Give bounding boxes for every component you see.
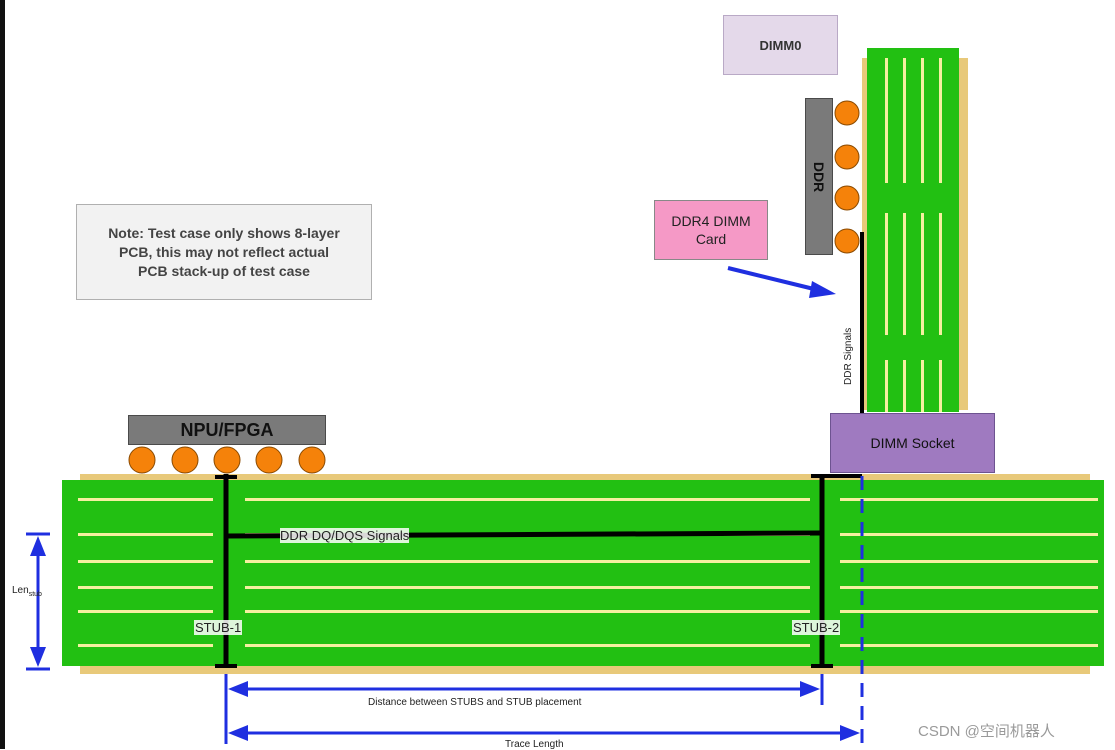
dimm-socket-label: DIMM Socket [870,435,955,451]
ddr-ball [834,144,860,170]
dimm0-label-box: DIMM0 [723,15,838,75]
npu-ball [171,446,199,474]
npu-ball [255,446,283,474]
note-line-3: PCB stack-up of test case [138,262,310,279]
ddr-ball [834,100,860,126]
note-line-2: PCB, this may not reflect actual [118,243,330,260]
note-line-1: Note: Test case only shows 8-layer [108,224,340,241]
npu-solder-balls [128,446,326,474]
trace-length-label: Trace Length [505,739,564,750]
npu-fpga-label: NPU/FPGA [180,419,274,440]
ddr4-dimm-card-box: DDR4 DIMM Card [654,200,768,260]
main-pcb [62,474,1104,674]
npu-ball [128,446,156,474]
ddr-ball [834,185,860,211]
npu-ball [298,446,326,474]
ddr4-card-line-1: DDR4 DIMM [671,213,751,229]
distance-label: Distance between STUBS and STUB placemen… [368,697,582,708]
ddr-chip: DDR [805,98,833,255]
ddr-chip-label: DDR [811,161,827,192]
dimm-card-pcb [862,48,968,412]
ddr4-card-line-2: Card [695,231,727,247]
len-stub-label: Lenstub [12,585,42,598]
npu-ball [213,446,241,474]
stub-2-label: STUB-2 [792,620,841,635]
len-stub-subscript: stub [28,591,42,598]
left-edge-bar [0,0,5,749]
ddr-ball [834,228,860,254]
watermark: CSDN @空间机器人 [918,723,1055,740]
len-stub-main: Len [12,585,29,596]
ddr-signals-label: DDR Signals [843,327,854,385]
npu-fpga-chip: NPU/FPGA [128,415,326,445]
stub-1-label: STUB-1 [194,620,243,635]
ddr-solder-balls [834,100,860,254]
dimm0-label: DIMM0 [759,37,802,53]
dimm-socket-box: DIMM Socket [830,413,995,473]
note-box: Note: Test case only shows 8-layer PCB, … [76,204,372,300]
dq-dqs-signals-label: DDR DQ/DQS Signals [280,528,410,543]
blue-annotations [26,266,864,744]
